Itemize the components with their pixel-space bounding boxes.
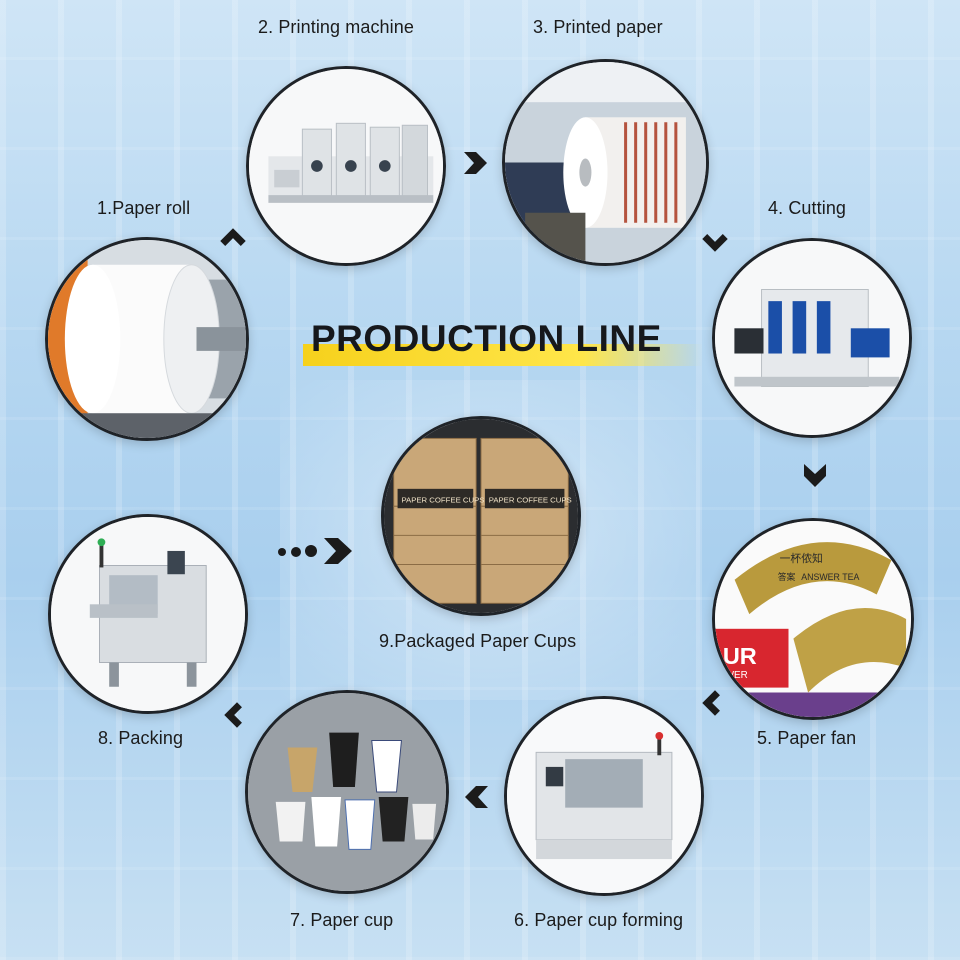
diagram-title: PRODUCTION LINE (303, 314, 703, 372)
step-8-circle (48, 514, 248, 714)
step-9-circle: PAPER COFFEE CUPS PAPER COFFEE CUPS (381, 416, 581, 616)
arrow-8-to-9-icon (276, 530, 356, 570)
title-text: PRODUCTION LINE (311, 318, 662, 359)
cup-forming-machine-icon (507, 699, 701, 893)
step-5-circle: 一杯侬知 ANSWER TEA 答案 UR WER (712, 518, 914, 720)
step-7-circle (245, 690, 449, 894)
step-1-label: 1.Paper roll (97, 198, 191, 218)
step-8-label: 8. Packing (98, 728, 184, 748)
cutting-machine-icon (715, 241, 909, 435)
paper-roll-icon (48, 240, 246, 438)
box-print-right: PAPER COFFEE CUPS (489, 495, 572, 504)
packing-machine-icon (51, 517, 245, 711)
title-highlight (303, 344, 703, 366)
fan-brand-cn: 一杯侬知 (780, 552, 823, 565)
arrow-4-to-5-icon (800, 460, 830, 490)
step-5-label: 5. Paper fan (757, 728, 857, 748)
step-2-label: 2. Printing machine (258, 17, 414, 37)
step-4-circle (712, 238, 912, 438)
step-7-label: 7. Paper cup (290, 910, 394, 930)
printing-machine-icon (249, 69, 443, 263)
arrow-7-to-8-icon (222, 700, 252, 730)
printed-paper-icon (505, 62, 706, 263)
step-3-label: 3. Printed paper (533, 17, 663, 37)
arrow-3-to-4-icon (700, 224, 730, 254)
step-1-circle (45, 237, 249, 441)
fan-sub-cn: 答案 (778, 571, 796, 582)
paper-cup-icon (248, 693, 446, 891)
step-9-label: 9.Packaged Paper Cups (379, 631, 577, 651)
packaged-cups-icon: PAPER COFFEE CUPS PAPER COFFEE CUPS (384, 419, 578, 613)
arrow-5-to-6-icon (700, 688, 730, 718)
fan-red-sub: WER (725, 670, 748, 681)
arrow-1-to-2-icon (218, 226, 248, 256)
step-4-label: 4. Cutting (768, 198, 847, 218)
step-3-circle (502, 59, 709, 266)
fan-brand-en: ANSWER TEA (801, 572, 859, 582)
step-6-label: 6. Paper cup forming (514, 910, 684, 930)
fan-red-fragment: UR (723, 643, 757, 669)
step-2-circle (246, 66, 446, 266)
arrow-6-to-7-icon (462, 782, 492, 812)
step-6-circle (504, 696, 704, 896)
paper-fan-icon: 一杯侬知 ANSWER TEA 答案 UR WER (715, 521, 911, 717)
box-print-left: PAPER COFFEE CUPS (401, 495, 484, 504)
arrow-2-to-3-icon (460, 148, 490, 178)
